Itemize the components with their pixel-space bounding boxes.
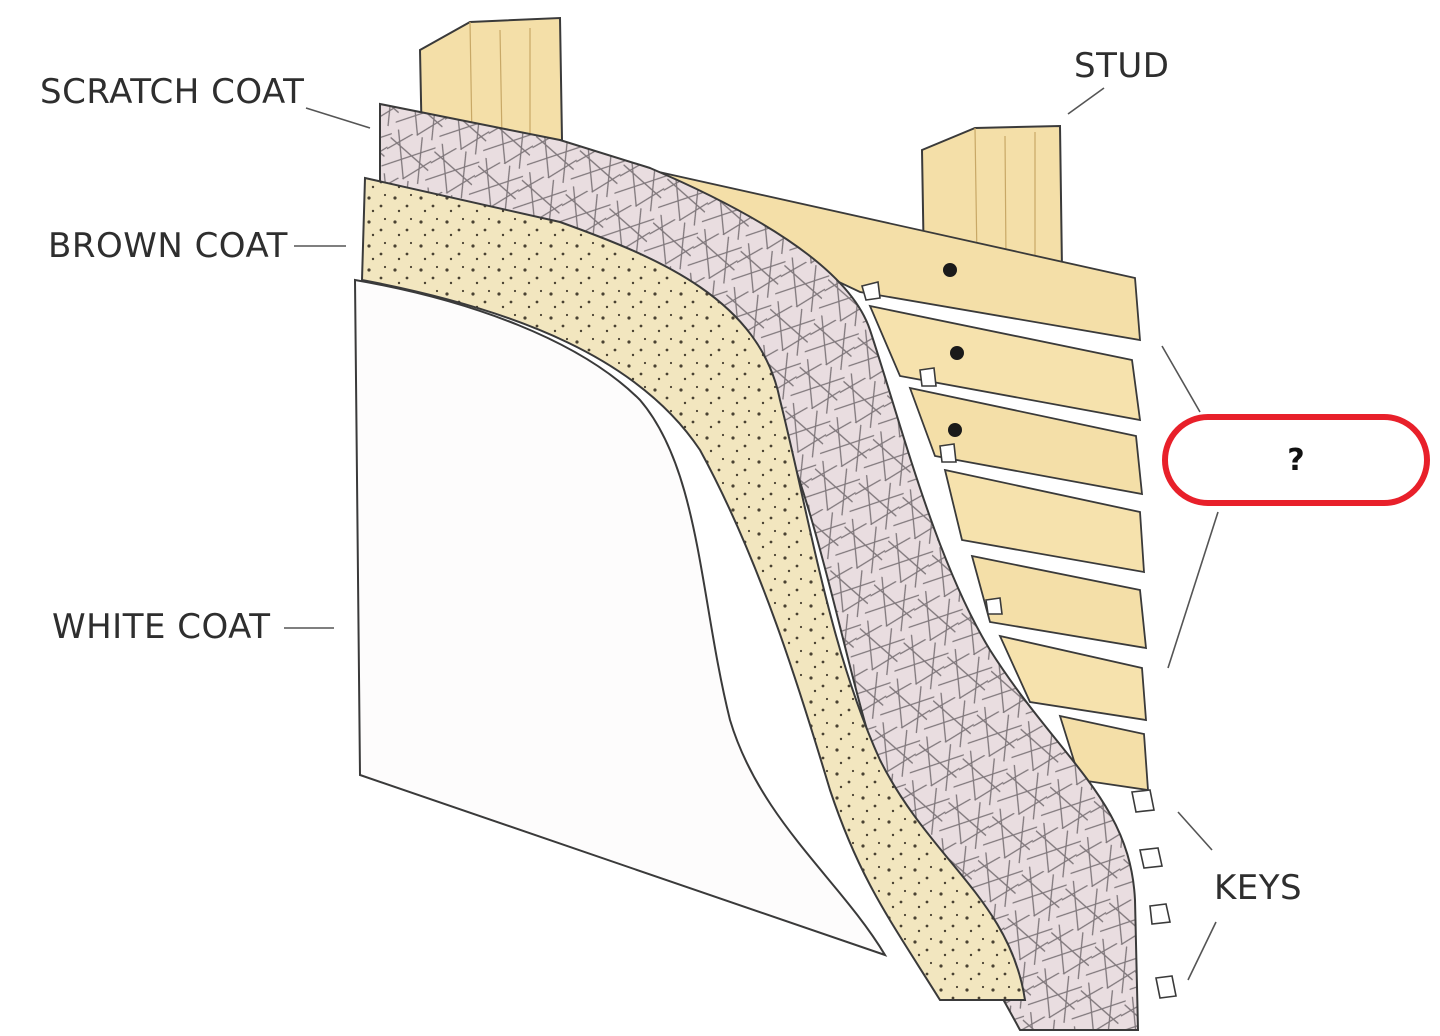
white-coat-label: WHITE COAT (52, 607, 271, 647)
plaster-keys (861, 281, 1177, 999)
leader-lines (284, 87, 1219, 981)
question-mark: ? (1287, 442, 1305, 478)
hidden-label-box: ? (1162, 414, 1430, 506)
brown-coat-label: BROWN COAT (48, 226, 288, 266)
brown-coat-layer (360, 176, 1027, 1001)
keys-label: KEYS (1214, 868, 1303, 908)
scratch-coat-label: SCRATCH COAT (40, 72, 305, 112)
stud-label: STUD (1074, 46, 1170, 86)
white-coat-layer (353, 278, 888, 957)
